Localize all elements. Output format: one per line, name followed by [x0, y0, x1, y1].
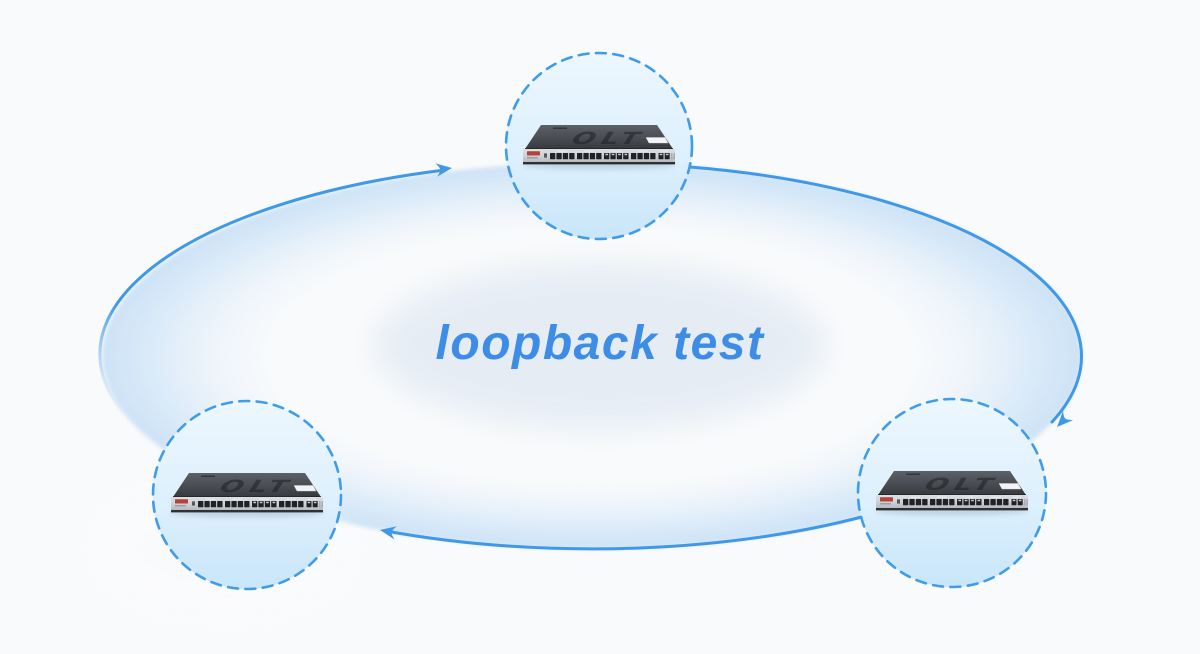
- flow-arc-top-to-right: [688, 165, 1083, 424]
- diagram-title: loopback test: [436, 317, 765, 370]
- olt-device-label: OLT: [919, 475, 1004, 495]
- olt-device-label: OLT: [214, 477, 299, 497]
- flow-arc-right-to-left: [384, 510, 882, 551]
- flow-arrows: [98, 165, 1083, 551]
- flow-arc-left-to-top: [98, 168, 447, 432]
- olt-node-top: OLT: [522, 125, 676, 170]
- arrowhead-to-top-icon: [435, 163, 452, 177]
- arrowheads: [380, 163, 1074, 540]
- arrowhead-to-left-icon: [380, 526, 397, 540]
- olt-node-bottom-right: OLT: [875, 471, 1029, 516]
- olt-node-bottom-left: OLT: [170, 473, 324, 518]
- olt-device-label: OLT: [566, 129, 651, 149]
- arrowhead-to-right-icon: [1057, 410, 1074, 427]
- loop-band: [102, 163, 1082, 549]
